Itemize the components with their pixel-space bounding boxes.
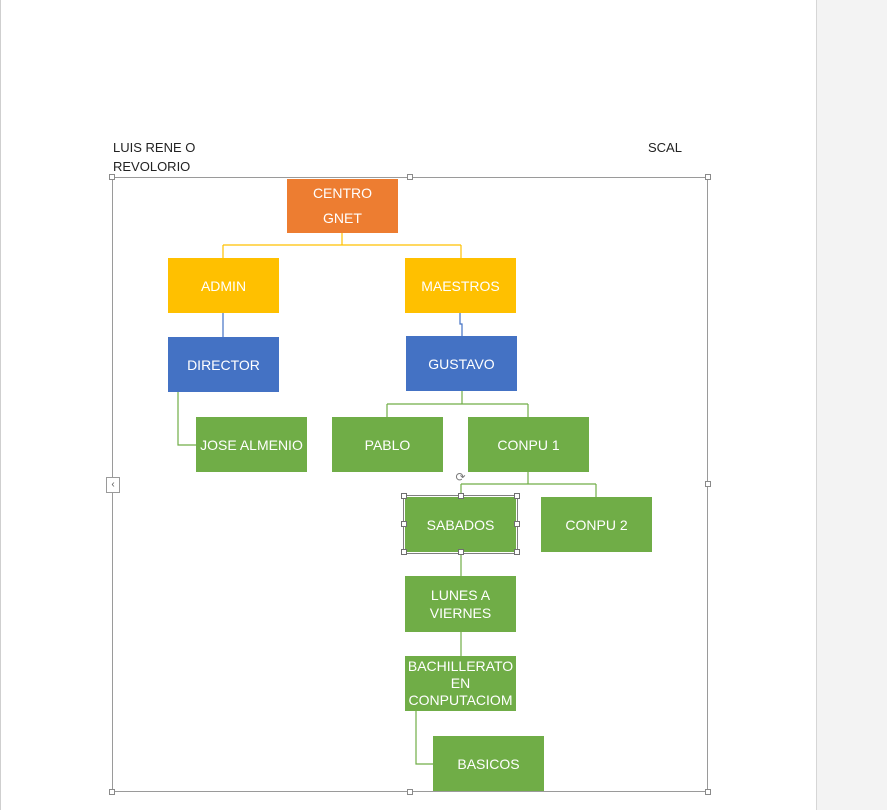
- node-bachillerato[interactable]: BACHILLERATO EN CONPUTACIOM: [405, 656, 516, 711]
- selection-handle-mr[interactable]: [514, 521, 520, 527]
- selection-handle-ml[interactable]: [401, 521, 407, 527]
- node-sabados[interactable]: SABADOS: [403, 495, 518, 554]
- header-author-left: LUIS RENE O REVOLORIO: [113, 140, 196, 174]
- connector-root-children: [222, 232, 462, 258]
- right-gutter: [816, 0, 887, 810]
- connector-bachillerato-basicos: [415, 711, 433, 765]
- canvas-handle-tm[interactable]: [407, 174, 413, 180]
- canvas-handle-tr[interactable]: [705, 174, 711, 180]
- node-maestros[interactable]: MAESTROS: [405, 258, 516, 313]
- selection-handle-br[interactable]: [514, 549, 520, 555]
- connector-director-jose: [177, 392, 196, 446]
- node-jose-almenio[interactable]: JOSE ALMENIO: [196, 417, 307, 472]
- canvas-handle-mr[interactable]: [705, 481, 711, 487]
- connector-gustavo-children: [386, 391, 529, 417]
- selection-handle-tl[interactable]: [401, 493, 407, 499]
- node-director[interactable]: DIRECTOR: [168, 337, 279, 392]
- canvas-handle-bl[interactable]: [109, 789, 115, 795]
- canvas-handle-bm[interactable]: [407, 789, 413, 795]
- selection-handle-bl[interactable]: [401, 549, 407, 555]
- node-basicos[interactable]: BASICOS: [433, 736, 544, 791]
- node-conpu-2[interactable]: CONPU 2: [541, 497, 652, 552]
- connector-conpu1-children: [460, 471, 597, 497]
- canvas-handle-tl[interactable]: [109, 174, 115, 180]
- node-gustavo[interactable]: GUSTAVO: [406, 336, 517, 391]
- page-edge: [0, 0, 1, 810]
- node-conpu-1[interactable]: CONPU 1: [468, 417, 589, 472]
- header-author-right: SCAL: [648, 140, 682, 155]
- connector-maestros-gustavo: [459, 312, 463, 336]
- selection-handle-bm[interactable]: [458, 549, 464, 555]
- node-lunes-a-viernes[interactable]: LUNES A VIERNES: [405, 576, 516, 632]
- rotate-handle-icon[interactable]: ⟳: [455, 470, 466, 484]
- canvas-handle-br[interactable]: [705, 789, 711, 795]
- node-admin[interactable]: ADMIN: [168, 258, 279, 313]
- selection-handle-tr[interactable]: [514, 493, 520, 499]
- node-centro-gnet[interactable]: CENTRO GNET: [287, 179, 398, 233]
- selection-handle-tm[interactable]: [458, 493, 464, 499]
- chevron-left-icon[interactable]: ‹: [106, 477, 120, 493]
- node-pablo[interactable]: PABLO: [332, 417, 443, 472]
